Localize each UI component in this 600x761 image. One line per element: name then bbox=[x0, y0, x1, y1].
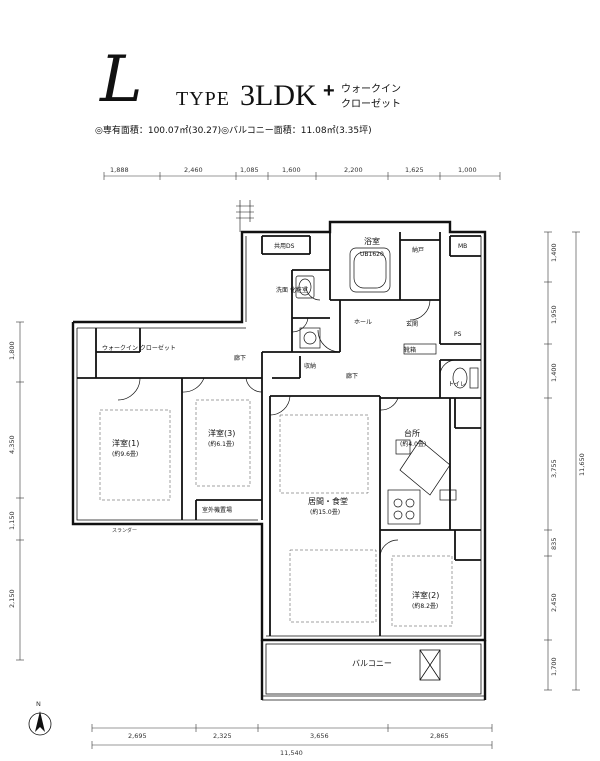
plus-sign: + bbox=[323, 80, 335, 102]
room-hall: ホール bbox=[354, 319, 372, 326]
plan-name: 3LDK bbox=[240, 79, 317, 112]
dim-right-3: 1,400 bbox=[550, 363, 558, 382]
dim-right-1: 1,400 bbox=[550, 243, 558, 262]
dim-top-3: 1,085 bbox=[240, 166, 259, 174]
ceiling-dashed-lines bbox=[99, 399, 453, 627]
room-bath-size: UB1620 bbox=[360, 251, 384, 258]
dim-left-2: 4,350 bbox=[8, 435, 16, 454]
room-western2-size: (約8.2畳) bbox=[412, 602, 438, 610]
exterior-stairs bbox=[236, 200, 254, 232]
room-western2-name: 洋室(2) bbox=[412, 590, 439, 600]
dim-bottom-2: 2,325 bbox=[213, 732, 232, 740]
dim-right-2: 1,950 bbox=[550, 305, 558, 324]
room-corridor1: 廊下 bbox=[234, 354, 246, 362]
walk-in-closet-label-line1: ウォークイン bbox=[341, 84, 401, 95]
dim-left-1: 1,800 bbox=[8, 341, 16, 360]
room-mb: MB bbox=[458, 243, 467, 250]
room-corridor2: 廊下 bbox=[346, 372, 358, 380]
north-label: N bbox=[36, 700, 41, 708]
dim-top-7: 1,000 bbox=[458, 166, 477, 174]
dim-bottom-4: 2,865 bbox=[430, 732, 449, 740]
bottom-dimension-line bbox=[91, 724, 493, 749]
room-balcony: バルコニー bbox=[352, 659, 392, 668]
type-letter: L bbox=[100, 43, 142, 117]
room-bath-name: 浴室 bbox=[364, 236, 380, 246]
room-storage2: 収納 bbox=[304, 362, 316, 370]
room-kitchen-size: (約4.0畳) bbox=[400, 440, 426, 448]
dim-right-6: 2,450 bbox=[550, 593, 558, 612]
inner-wall-lines bbox=[76, 236, 485, 701]
dim-top-6: 1,625 bbox=[405, 166, 424, 174]
room-kitchen-name: 台所 bbox=[404, 428, 420, 438]
dim-right-7: 1,700 bbox=[550, 657, 558, 676]
dim-bottom-total: 11,540 bbox=[280, 749, 303, 757]
interior-walls bbox=[77, 232, 481, 636]
dim-bottom-3: 3,656 bbox=[310, 732, 329, 740]
room-shoebox: 靴箱 bbox=[404, 346, 416, 354]
room-toilet: トイレ bbox=[448, 381, 466, 388]
room-outdoor-unit: 室外機置場 bbox=[202, 506, 232, 514]
room-western1-size: (約9.6畳) bbox=[112, 450, 138, 458]
right-dimension-line bbox=[544, 231, 580, 691]
room-ds: 共用DS bbox=[274, 242, 295, 250]
dim-top-1: 1,888 bbox=[110, 166, 129, 174]
walk-in-closet-label-line2: クローゼット bbox=[341, 99, 401, 110]
veranda-note: スランダー bbox=[112, 527, 137, 534]
fixtures bbox=[295, 247, 479, 525]
dim-bottom-1: 2,695 bbox=[128, 732, 147, 740]
balcony-outline bbox=[265, 643, 482, 695]
room-western3-size: (約6.1畳) bbox=[208, 440, 234, 448]
north-arrow-icon bbox=[28, 711, 52, 736]
room-western3-name: 洋室(3) bbox=[208, 428, 235, 438]
room-storage: 納戸 bbox=[412, 246, 424, 254]
dim-left-3: 1,150 bbox=[8, 511, 16, 530]
outer-walls bbox=[71, 220, 487, 700]
room-entrance: 玄関 bbox=[406, 320, 418, 328]
dim-right-5: 835 bbox=[550, 538, 558, 550]
dim-right-total: 11,650 bbox=[578, 453, 586, 476]
dim-right-4: 3,755 bbox=[550, 459, 558, 478]
dim-left-4: 2,150 bbox=[8, 589, 16, 608]
room-living-size: (約15.0畳) bbox=[310, 508, 340, 516]
room-living-name: 居間・食堂 bbox=[308, 496, 348, 506]
room-ps: PS bbox=[454, 331, 462, 338]
room-washroom: 洗面 化粧室 bbox=[276, 286, 308, 294]
type-word: TYPE bbox=[176, 88, 230, 110]
room-wic: ウォークイン クローゼット bbox=[102, 344, 176, 352]
top-dimension-line bbox=[103, 172, 501, 180]
dim-top-2: 2,460 bbox=[184, 166, 203, 174]
dim-top-5: 2,200 bbox=[344, 166, 363, 174]
room-western1-name: 洋室(1) bbox=[112, 438, 139, 448]
area-info: ◎専有面積：100.07㎡(30.27)◎バルコニー面積：11.08㎡(3.35… bbox=[95, 126, 372, 136]
dim-top-4: 1,600 bbox=[282, 166, 301, 174]
left-dimension-line bbox=[16, 321, 24, 661]
